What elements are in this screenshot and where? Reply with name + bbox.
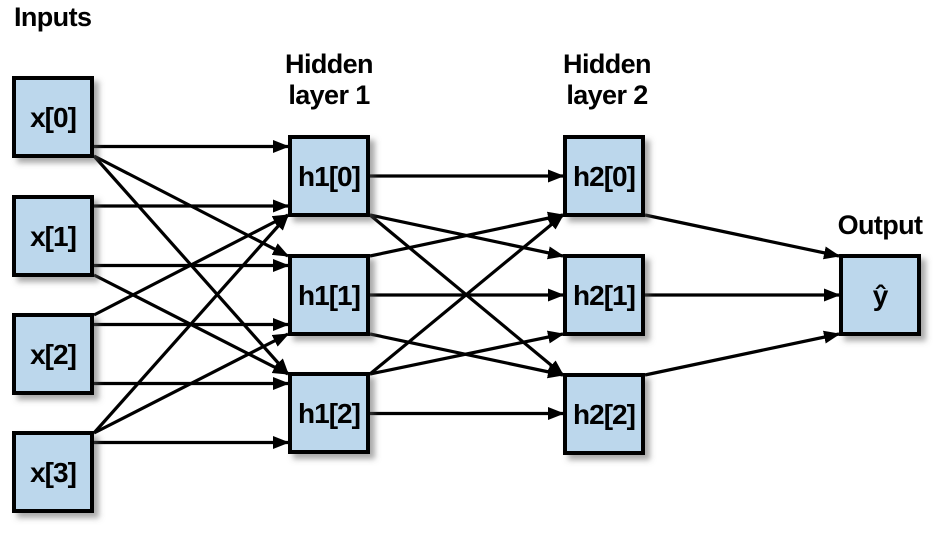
node-x3: x[3] [12,431,94,513]
node-label-h20: h2[0] [573,161,635,192]
node-x1: x[1] [12,195,94,277]
node-box-h11 [288,254,370,336]
node-h20: h2[0] [563,135,645,217]
node-x2: x[2] [12,313,94,395]
output-layer-label: Output [837,210,923,240]
node-label-h22: h2[2] [573,399,635,430]
hidden-layer-1-label: Hidden layer 1 [285,49,374,110]
node-h11: h1[1] [288,254,370,336]
node-h22: h2[2] [563,373,645,455]
node-box-x3 [12,431,94,513]
node-label-h10: h1[0] [298,161,360,192]
node-label-h21: h2[1] [573,280,635,311]
node-box-h12 [288,372,370,454]
inputs-layer-label: Inputs [14,2,92,32]
edge-h12-to-h20 [368,213,565,376]
edge-x2-to-h10 [93,213,290,317]
edge-h22-to-y [644,330,841,377]
node-box-h20 [563,135,645,217]
edge-h11-to-h20 [369,211,565,258]
node-box-x0 [12,76,94,158]
edge-x3-to-h10 [92,213,290,435]
hidden-layer-2-label: Hidden layer 2 [563,49,652,110]
node-y: ŷ [839,254,921,336]
edge-x3-to-h11 [93,332,290,435]
node-label-x0: x[0] [30,102,76,133]
edge-h12-to-h21 [369,330,565,376]
node-box-h10 [288,135,370,217]
node-h12: h1[2] [288,372,370,454]
node-box-x1 [12,195,94,277]
node-label-h12: h1[2] [298,398,360,429]
node-label-x2: x[2] [30,339,76,370]
node-box-y [839,254,921,336]
node-x0: x[0] [12,76,94,158]
edges-group [92,140,841,449]
node-h10: h1[0] [288,135,370,217]
node-box-h22 [563,373,645,455]
node-label-x3: x[3] [30,457,76,488]
node-box-x2 [12,313,94,395]
node-label-h11: h1[1] [298,280,360,311]
node-box-h21 [563,254,645,336]
edge-h20-to-y [644,213,841,260]
node-label-x1: x[1] [30,221,76,252]
node-h21: h2[1] [563,254,645,336]
nodes-group: x[0] x[1] x[2] x[3] h1[0] h1[1] h1[2] h2[0] h2[1… [12,76,921,513]
node-label-y: ŷ [873,280,889,311]
